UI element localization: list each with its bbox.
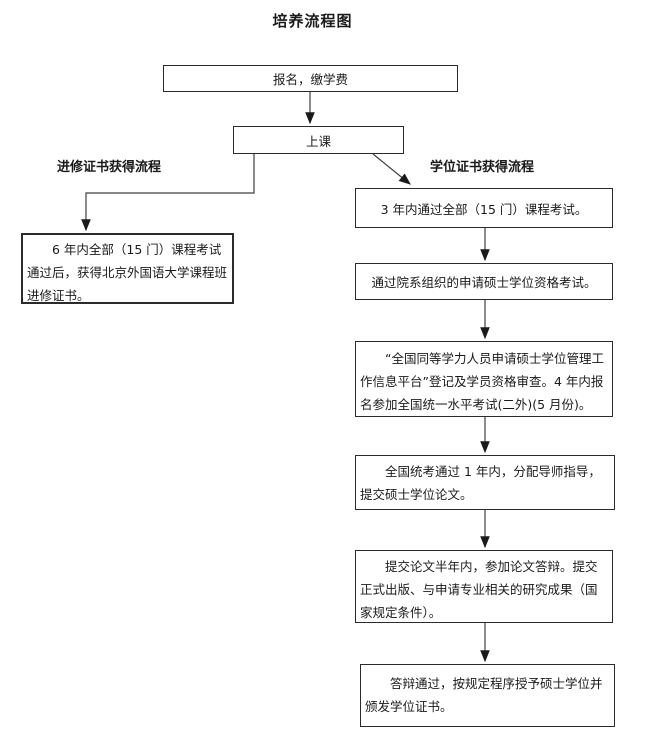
left-branch-heading: 进修证书获得流程 [57,160,162,175]
flow-box-thesis-submission: 全国统考通过 1 年内，分配导师指导，提交硕士学位论文。 [355,455,615,510]
flow-box-thesis-defense: 提交论文半年内，参加论文答辩。提交正式出版、与申请专业相关的研究成果（国家规定条… [355,550,613,623]
flow-box-study-certificate: 6 年内全部（15 门）课程考试通过后，获得北京外国语大学课程班进修证书。 [21,233,234,304]
right-branch-heading: 学位证书获得流程 [430,160,535,175]
flow-box-attend-class-label: 上课 [305,133,331,149]
connector-attend-to-step1 [372,153,411,185]
flow-box-qualification-exam-label: 通过院系组织的申请硕士学位资格考试。 [371,275,597,290]
flow-box-platform-registration-text: “全国同等学力人员申请硕士学位管理工作信息平台”登记及学员资格审查。4 年内报名… [360,351,604,412]
flow-box-thesis-submission-text: 全国统考通过 1 年内，分配导师指导，提交硕士学位论文。 [360,464,601,502]
flow-box-enroll: 报名，缴学费 [163,65,458,92]
flow-box-course-exams-label: 3 年内通过全部（15 门）课程考试。 [380,201,588,217]
flow-box-study-certificate-text: 6 年内全部（15 门）课程考试通过后，获得北京外国语大学课程班进修证书。 [27,242,228,303]
flow-box-course-exams: 3 年内通过全部（15 门）课程考试。 [355,188,613,228]
page-title: 培养流程图 [272,12,353,30]
flow-box-thesis-defense-text: 提交论文半年内，参加论文答辩。提交正式出版、与申请专业相关的研究成果（国家规定条… [360,559,598,620]
flow-box-platform-registration: “全国同等学力人员申请硕士学位管理工作信息平台”登记及学员资格审查。4 年内报名… [355,341,613,417]
flow-box-degree-award-text: 答辩通过，按规定程序授予硕士学位并颁发学位证书。 [365,676,603,714]
flow-box-attend-class: 上课 [233,126,404,154]
flow-box-degree-award: 答辩通过，按规定程序授予硕士学位并颁发学位证书。 [360,664,615,727]
flow-box-qualification-exam: 通过院系组织的申请硕士学位资格考试。 [355,263,613,300]
flow-box-enroll-label: 报名，缴学费 [272,72,348,87]
